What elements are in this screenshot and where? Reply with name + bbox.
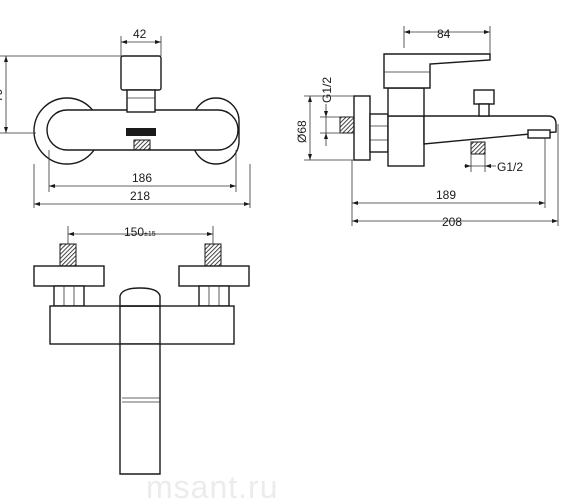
dim-side-depth: 84 (437, 27, 451, 41)
dim-side-outer-length: 208 (442, 215, 462, 229)
dim-inner-width: 186 (132, 171, 152, 185)
side-view: 84 Ø68 G1/2 G1/2 189 208 (295, 26, 559, 229)
top-view: 42 79 186 218 (0, 27, 251, 208)
dim-side-thread-top: G1/2 (320, 77, 334, 103)
dim-side-inner-length: 189 (436, 188, 456, 202)
dim-outer-width: 218 (130, 189, 150, 203)
dim-front-spacing: 150 (124, 225, 144, 239)
dim-front-spacing-label: 150±15 (124, 225, 156, 239)
dim-top-handle-width: 42 (133, 27, 147, 41)
dim-side-flange-dia: Ø68 (295, 120, 309, 143)
front-view: 150±15 (33, 225, 250, 475)
dim-side-thread-bottom: G1/2 (497, 160, 523, 174)
dim-height: 79 (0, 88, 5, 102)
watermark: msant.ru (146, 469, 278, 500)
dim-front-spacing-tolerance: ±15 (144, 231, 156, 238)
